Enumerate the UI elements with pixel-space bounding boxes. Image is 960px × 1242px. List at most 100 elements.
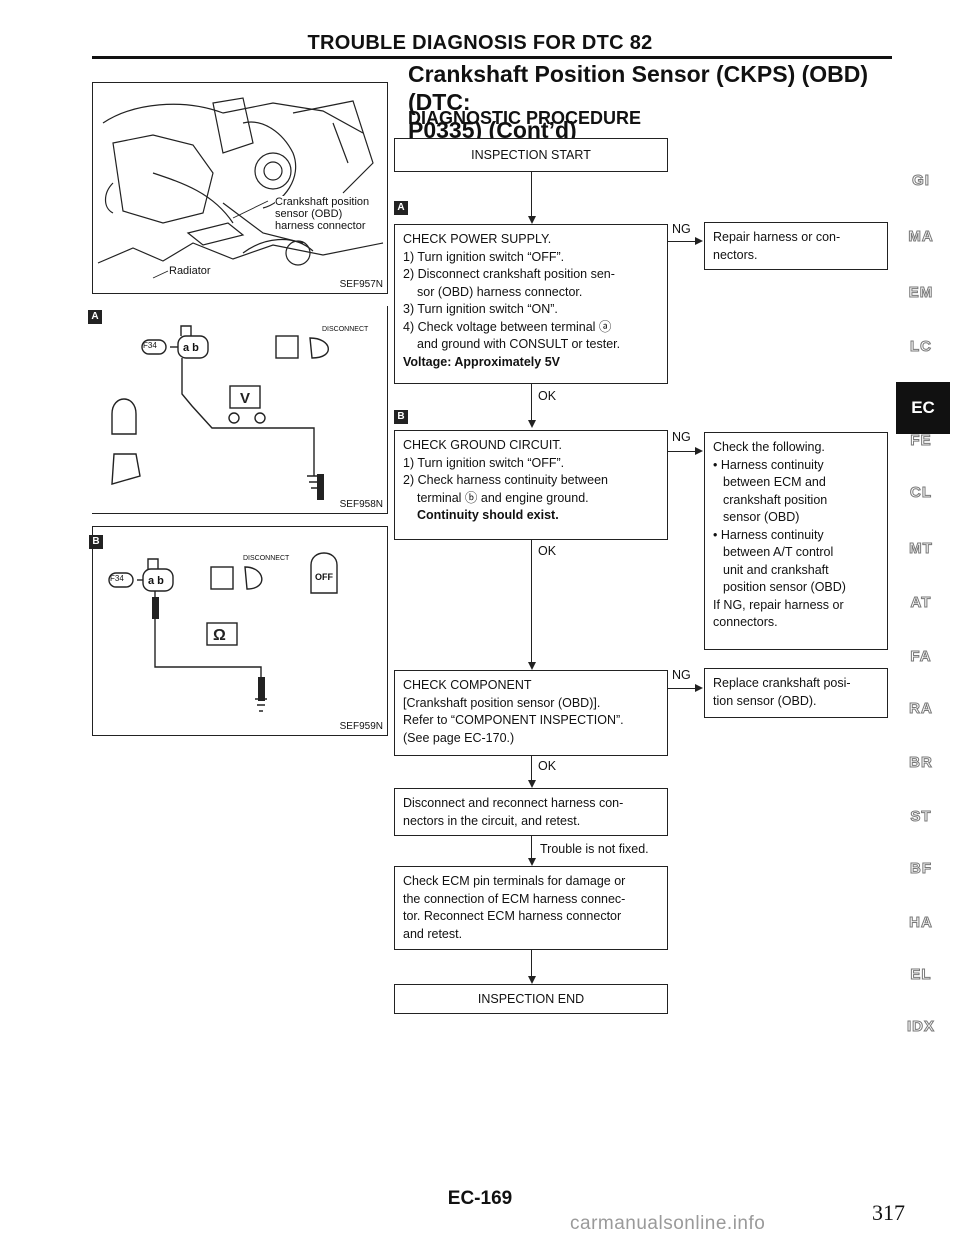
header-rule xyxy=(92,56,892,59)
page-number: EC-169 xyxy=(447,1188,513,1209)
side-tab-idx[interactable]: IDX xyxy=(906,1018,935,1036)
ng-action-line: between A/T control xyxy=(723,545,834,559)
side-tab-cl[interactable]: CL xyxy=(910,484,932,502)
step-line: CHECK COMPONENT xyxy=(403,678,532,692)
flow-step-check-ground-circuit: CHECK GROUND CIRCUIT. 1) Turn ignition s… xyxy=(394,430,668,540)
flow-step-check-power-supply: CHECK POWER SUPPLY. 1) Turn ignition swi… xyxy=(394,224,668,384)
ng-action-line: Check the following. xyxy=(713,440,825,454)
step-tag-a: A xyxy=(394,201,408,215)
watermark-text: carmanualsonline.info xyxy=(570,1213,766,1234)
side-tab-ma[interactable]: MA xyxy=(908,228,934,246)
figure-id: SEF958N xyxy=(339,499,383,510)
figure-engine-bay: Crankshaft position sensor (OBD) harness… xyxy=(92,82,388,294)
side-tab-at[interactable]: AT xyxy=(910,594,932,612)
step-line: sor (OBD) harness connector. xyxy=(417,284,583,299)
ok-label: OK xyxy=(538,759,557,773)
ok-label: OK xyxy=(538,389,557,403)
connector-id: F34 xyxy=(143,341,157,350)
engine-bay-illustration xyxy=(97,97,384,279)
figure-id: SEF959N xyxy=(339,721,383,732)
figure-tag-a: A xyxy=(88,310,102,324)
ng-label: NG xyxy=(672,668,691,682)
disconnect-label: DISCONNECT xyxy=(322,326,369,333)
step-line: [Crankshaft position sensor (OBD)]. xyxy=(403,695,601,710)
section-subtitle: DIAGNOSTIC PROCEDURE xyxy=(408,108,642,128)
side-tab-em[interactable]: EM xyxy=(908,284,934,302)
ok-label: OK xyxy=(538,544,557,558)
page-header-title: TROUBLE DIAGNOSIS FOR DTC 82 xyxy=(307,32,653,54)
flow-inspection-end: INSPECTION END xyxy=(394,984,668,1014)
side-tab-fa[interactable]: FA xyxy=(910,648,932,666)
arrow-down xyxy=(528,216,536,224)
ng-action-line: crankshaft position xyxy=(723,492,828,507)
ng-action-line: unit and crankshaft xyxy=(723,562,829,577)
voltage-check-diagram: V xyxy=(111,325,329,500)
callout-ckps-connector: Crankshaft position sensor (OBD) harness… xyxy=(275,196,370,232)
flow-step-check-ecm-pins: Check ECM pin terminals for damage or th… xyxy=(394,866,668,950)
ng-action-line: sensor (OBD) xyxy=(723,510,800,524)
side-tab-st[interactable]: ST xyxy=(910,808,932,826)
step-line: CHECK GROUND CIRCUIT. xyxy=(403,438,563,452)
step-line: terminal ⓑ and engine ground. xyxy=(417,490,589,505)
flow-ng-check-harness-continuity: Check the following. • Harness continuit… xyxy=(704,432,888,650)
arrow-down xyxy=(528,420,536,428)
arrow-down xyxy=(528,662,536,670)
ng-action-line: If NG, repair harness or xyxy=(713,597,844,612)
side-tab-mt[interactable]: MT xyxy=(909,540,933,558)
step-line: and ground with CONSULT or tester. xyxy=(417,337,621,351)
side-tab-gi[interactable]: GI xyxy=(912,172,930,190)
connector-line xyxy=(531,172,533,218)
step-line: 2) Check harness continuity between xyxy=(403,473,608,487)
step-line: 2) Disconnect crankshaft position sen- xyxy=(403,267,615,281)
arrow-down xyxy=(528,858,536,866)
step-line: and retest. xyxy=(403,926,463,941)
step-line: Refer to “COMPONENT INSPECTION”. xyxy=(403,713,624,727)
figure-tag-b: B xyxy=(89,535,103,549)
connector-line xyxy=(668,241,696,243)
callout-line-1: Crankshaft position xyxy=(275,196,370,208)
ng-action-line: connectors. xyxy=(713,615,778,629)
callout-line-3: harness connector xyxy=(275,220,366,232)
terminal-ab: a b xyxy=(183,342,199,354)
ng-label: NG xyxy=(672,430,691,444)
ng-action-line: • Harness continuity xyxy=(713,527,824,542)
ng-action-line: tion sensor (OBD). xyxy=(713,693,817,708)
folio-number: 317 xyxy=(872,1200,905,1225)
flow-ng-repair-harness: Repair harness or con- nectors. xyxy=(704,222,888,270)
step-tag-b: B xyxy=(394,410,408,424)
arrow-down xyxy=(528,976,536,984)
side-tab-ra[interactable]: RA xyxy=(909,700,933,718)
ng-action-line: Repair harness or con- xyxy=(713,230,841,244)
side-tab-br[interactable]: BR xyxy=(909,754,933,772)
step-line: the connection of ECM harness connec- xyxy=(403,891,626,906)
arrow-right xyxy=(695,684,703,692)
terminal-ab: a b xyxy=(148,575,164,587)
ignition-off-label: OFF xyxy=(315,572,333,582)
connector-line xyxy=(531,756,533,782)
step-spec: Voltage: Approximately 5V xyxy=(403,354,560,369)
side-tab-bf[interactable]: BF xyxy=(910,860,932,878)
step-line: nectors in the circuit, and retest. xyxy=(403,813,581,828)
flow-step-reconnect-harness: Disconnect and reconnect harness con- ne… xyxy=(394,788,668,836)
meter-ohm-glyph: Ω xyxy=(213,627,226,644)
connector-line xyxy=(531,950,533,978)
callout-radiator: Radiator xyxy=(169,265,211,277)
ng-action-line: Replace crankshaft posi- xyxy=(713,676,851,690)
disconnect-label: DISCONNECT xyxy=(243,555,290,562)
figure-continuity-check: B Ω F34 a b DISCONNECT T.S. OFF SEF959N xyxy=(89,526,388,736)
connector-line xyxy=(531,836,533,860)
ng-action-line: nectors. xyxy=(713,247,758,262)
meter-v-glyph: V xyxy=(240,390,250,407)
side-tab-lc[interactable]: LC xyxy=(910,338,932,356)
ts-label: T.S. xyxy=(279,345,293,354)
side-tab-el[interactable]: EL xyxy=(910,966,932,984)
callout-line-2: sensor (OBD) xyxy=(275,208,343,220)
flow-step-check-component: CHECK COMPONENT [Crankshaft position sen… xyxy=(394,670,668,756)
section-title: Crankshaft Position Sensor (CKPS) (OBD) … xyxy=(408,60,898,144)
step-line: 3) Turn ignition switch “ON”. xyxy=(403,302,558,316)
side-tab-ha[interactable]: HA xyxy=(909,914,933,932)
side-tab-ec-active[interactable]: EC xyxy=(896,382,950,434)
side-tab-fe[interactable]: FE xyxy=(910,432,932,450)
step-line: 1) Turn ignition switch “OFF”. xyxy=(403,455,565,470)
continuity-check-diagram: Ω xyxy=(108,552,338,712)
